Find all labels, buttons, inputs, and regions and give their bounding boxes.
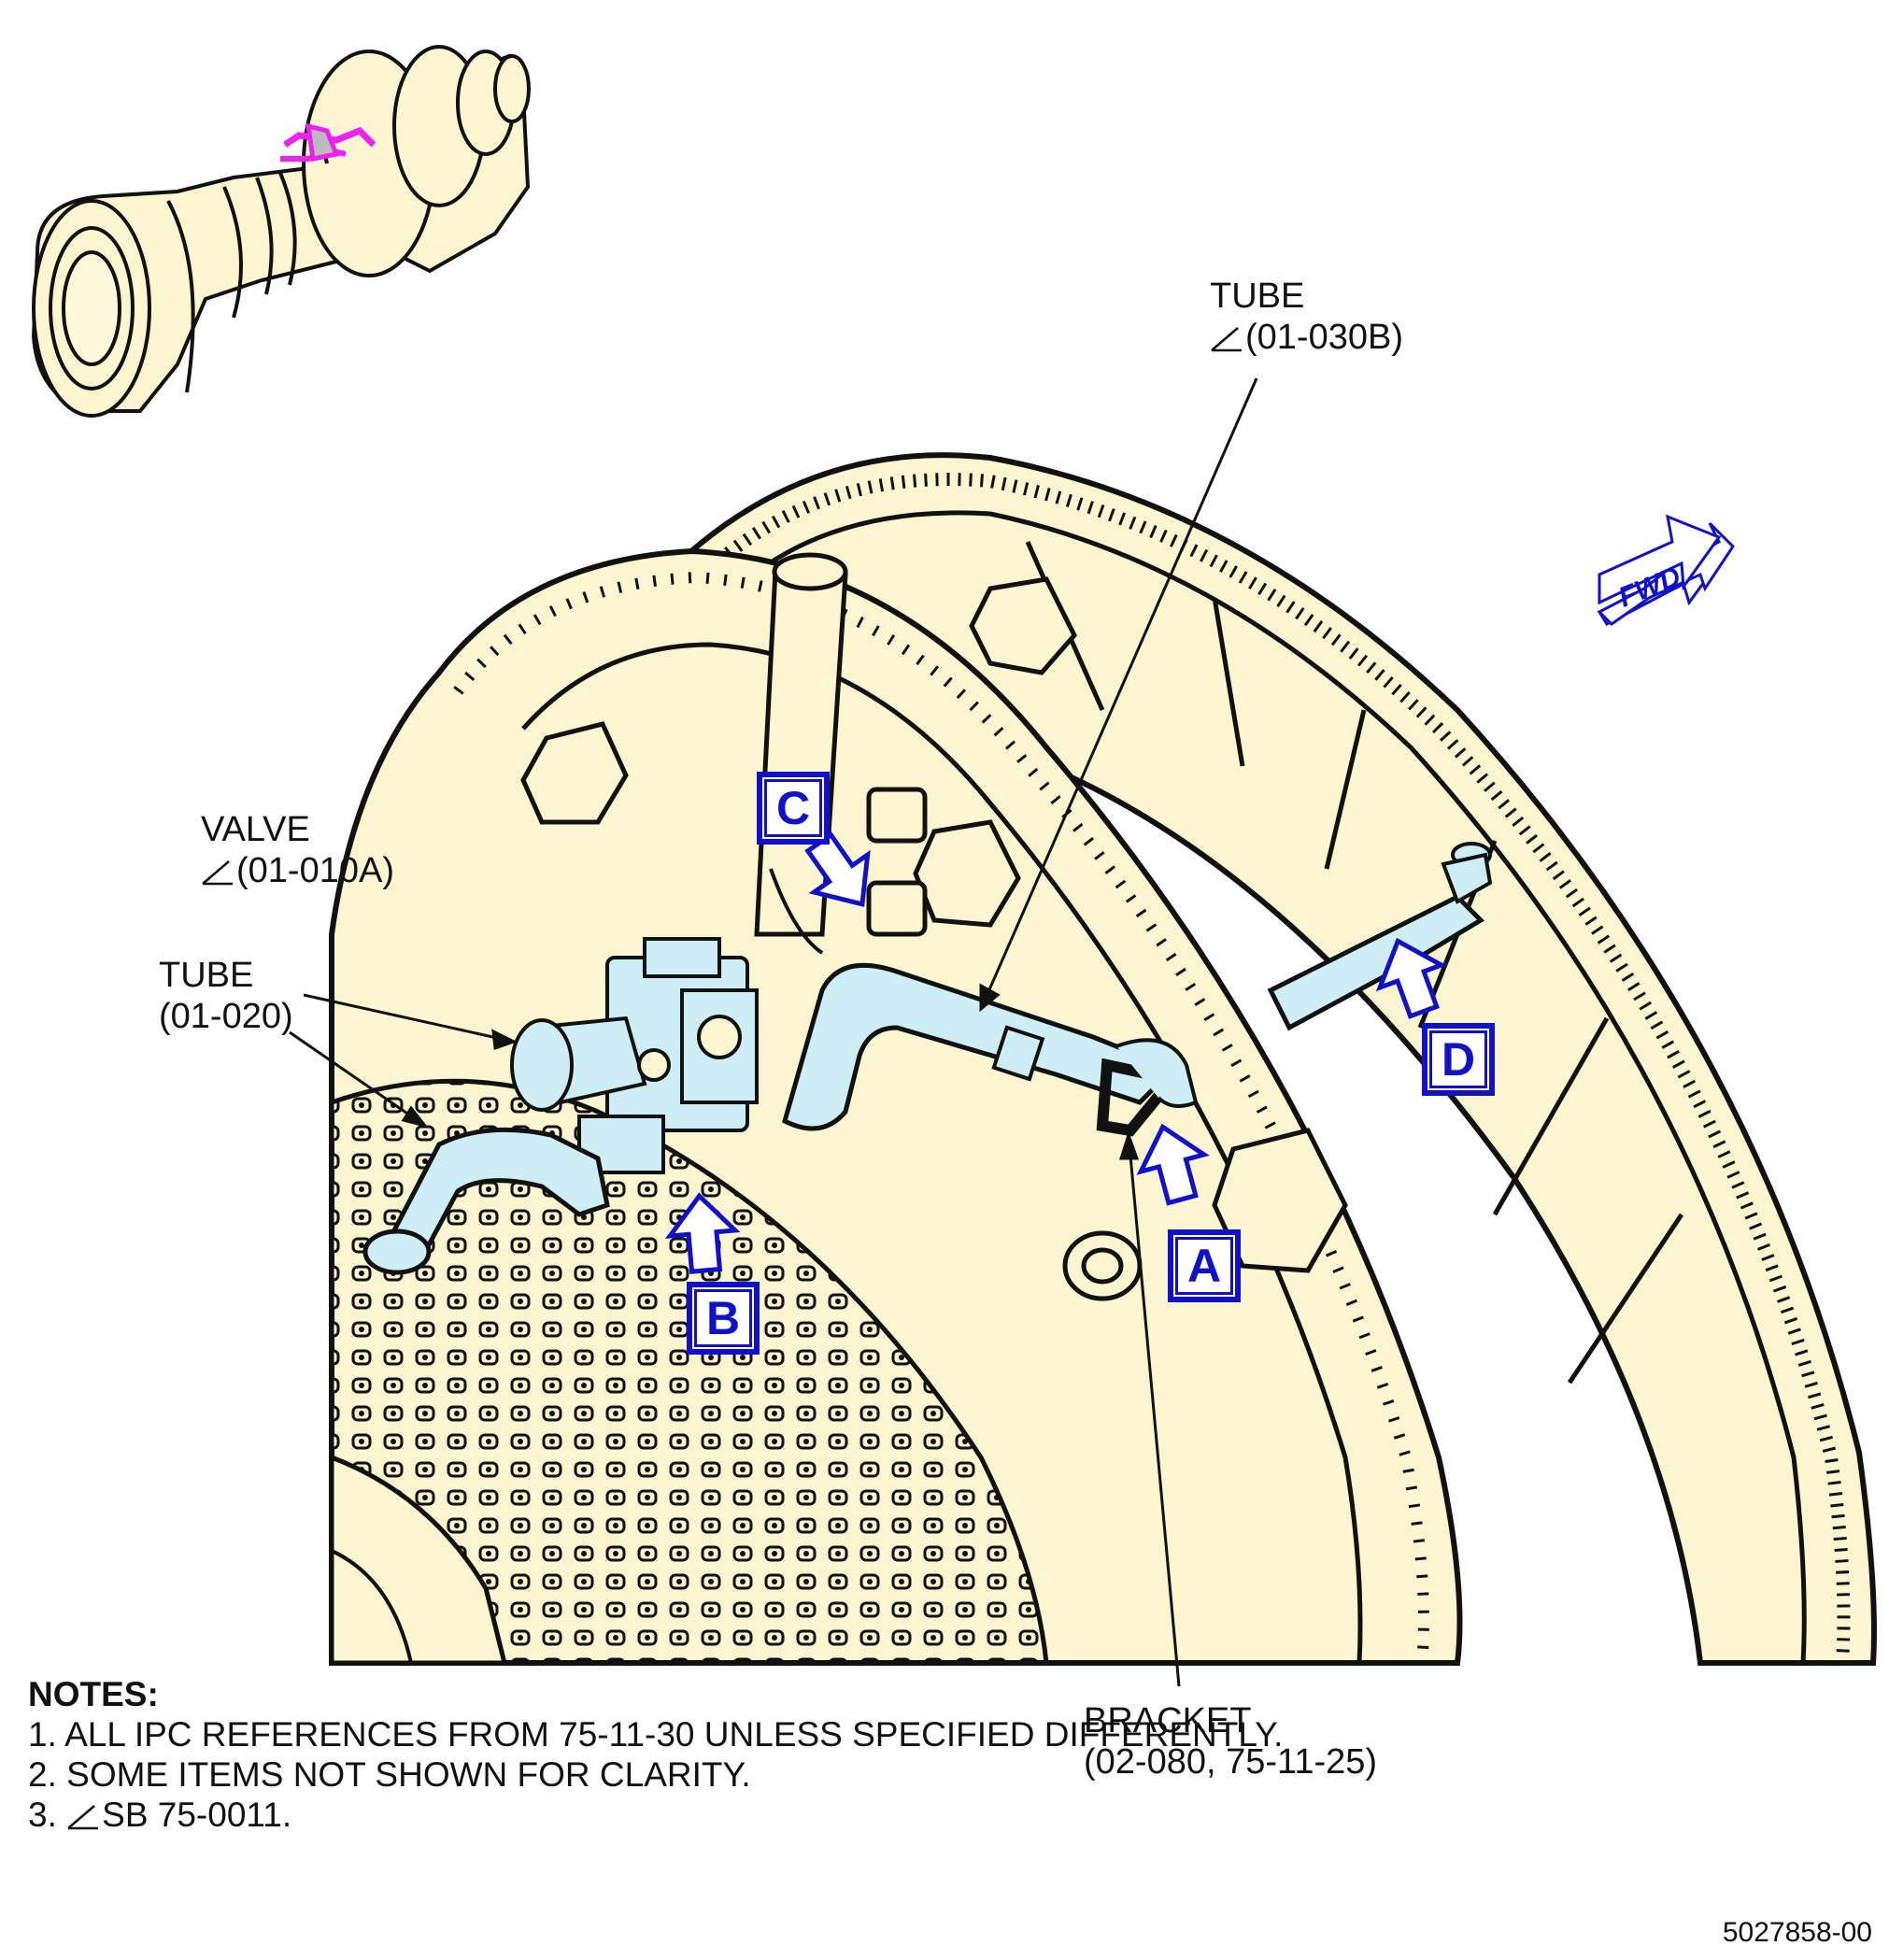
notes-title: NOTES: (28, 1675, 159, 1713)
tube-left-label: TUBE (01-020) (159, 955, 293, 1037)
view-callout-a[interactable]: A (1168, 1229, 1241, 1302)
bracket-name: BRACKET (1084, 1701, 1252, 1740)
tube-left-name: TUBE (159, 956, 254, 995)
note-item: 2. SOME ITEMS NOT SHOWN FOR CLARITY. (28, 1755, 751, 1794)
view-arrow-a (1136, 1123, 1210, 1206)
sb-effectivity-icon (202, 860, 233, 886)
tube-top-label: TUBE (01-030B) (1210, 276, 1403, 358)
sb-effectivity-icon (1211, 327, 1242, 352)
note-3-text: SB 75-0011. (102, 1796, 292, 1834)
view-callout-b[interactable]: B (687, 1282, 760, 1355)
view-callout-c[interactable]: C (757, 772, 830, 845)
tube-left-ref: (01-020) (159, 997, 293, 1036)
bracket-ref: (02-080, 75-11-25) (1084, 1742, 1378, 1782)
note-item: 3. SB 75-0011. (28, 1795, 1283, 1835)
sb-effectivity-icon (67, 1805, 99, 1830)
leader-lines (289, 377, 1258, 1687)
fwd-arrow: FWD (1597, 514, 1735, 626)
main-engine-view (329, 452, 1877, 1666)
view-callout-d[interactable]: D (1422, 1023, 1495, 1096)
note-number: 3. (28, 1796, 67, 1834)
note-item: 1. ALL IPC REFERENCES FROM 75-11-30 UNLE… (28, 1715, 1284, 1754)
valve-name: VALVE (201, 810, 310, 849)
figure-id: 5027858-00 (1722, 1917, 1872, 1948)
view-arrow-b (664, 1192, 741, 1274)
valve-label: VALVE (01-010A) (201, 809, 394, 891)
valve-ref: (01-010A) (236, 851, 394, 890)
view-arrow-d (1375, 937, 1447, 1019)
notes-block: NOTES: 1. ALL IPC REFERENCES FROM 75-11-… (28, 1674, 1283, 1835)
bracket-label: BRACKET (02-080, 75-11-25) (1084, 1700, 1377, 1782)
engine-locator-view (31, 45, 531, 418)
tube-top-name: TUBE (1210, 277, 1305, 316)
tube-top-ref: (01-030B) (1245, 318, 1403, 357)
